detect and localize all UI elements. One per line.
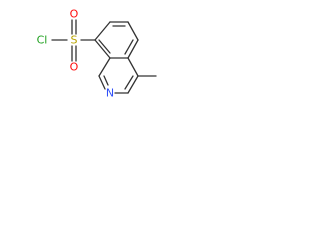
bond-c4-c4a [127,57,139,77]
bond-c1-n2 [98,75,106,90]
atom-o-top: O [70,8,79,21]
bond-c3-c4-double [124,75,134,90]
atom-n: N [106,87,114,100]
bond-c8a-c8 [94,39,111,59]
bond-c1-n2-double [103,75,109,86]
atom-s: S [71,34,78,47]
bond-c6-c5 [127,21,139,41]
atom-cl: Cl [37,34,48,47]
bond-c8a-c8-double [98,39,111,54]
bond-c8a-c1 [98,57,111,77]
bond-c8-c7 [94,21,111,41]
atom-o-bottom: O [70,61,79,74]
bonds [51,19,157,94]
atom-labels: O S O Cl N [37,8,114,100]
bond-c5-c4a-double [124,39,134,55]
bond-c5-c4a [127,39,139,59]
bond-c3-c4 [127,75,139,94]
isoquinoline-sulfonyl-chloride-structure: O S O Cl N [37,8,157,100]
